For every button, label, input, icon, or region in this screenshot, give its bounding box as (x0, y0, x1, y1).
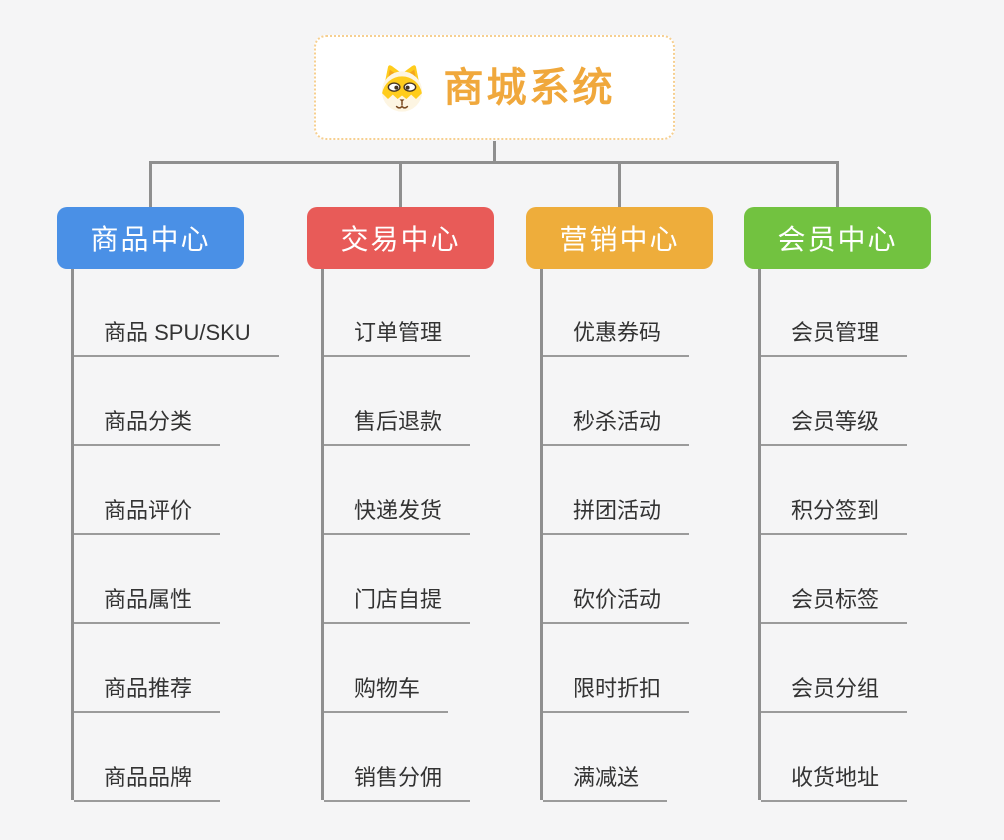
connector-branch-stub (836, 164, 839, 207)
child-node[interactable]: 会员管理 (761, 320, 908, 357)
branch-node-marketing[interactable]: 营销中心 (526, 207, 713, 269)
branch-children-trade: 订单管理 售后退款 快递发货 门店自提 购物车 销售分佣 (321, 269, 471, 802)
child-node[interactable]: 商品属性 (74, 587, 221, 624)
branch-children-member: 会员管理 会员等级 积分签到 会员标签 会员分组 收货地址 (758, 269, 908, 802)
child-node[interactable]: 限时折扣 (543, 676, 690, 713)
child-node[interactable]: 商品 SPU/SKU (74, 320, 279, 357)
child-node[interactable]: 会员等级 (761, 409, 908, 446)
connector-branch-stub (399, 164, 402, 207)
child-node[interactable]: 积分签到 (761, 498, 908, 535)
branch-node-member[interactable]: 会员中心 (744, 207, 931, 269)
branch-node-goods[interactable]: 商品中心 (57, 207, 244, 269)
child-node[interactable]: 优惠券码 (543, 320, 690, 357)
child-node[interactable]: 商品品牌 (74, 765, 221, 802)
child-node[interactable]: 会员分组 (761, 676, 908, 713)
child-node[interactable]: 砍价活动 (543, 587, 690, 624)
child-node[interactable]: 满减送 (543, 765, 668, 802)
child-node[interactable]: 收货地址 (761, 765, 908, 802)
child-node[interactable]: 售后退款 (324, 409, 471, 446)
connector-branch-stub (618, 164, 621, 207)
child-node[interactable]: 会员标签 (761, 587, 908, 624)
child-node[interactable]: 门店自提 (324, 587, 471, 624)
root-title: 商城系统 (443, 65, 616, 110)
connector-root-stub (493, 141, 496, 161)
branch-children-marketing: 优惠券码 秒杀活动 拼团活动 砍价活动 限时折扣 满减送 (540, 269, 690, 802)
child-node[interactable]: 秒杀活动 (543, 409, 690, 446)
child-node[interactable]: 订单管理 (324, 320, 471, 357)
child-node[interactable]: 购物车 (324, 676, 449, 713)
child-node[interactable]: 商品分类 (74, 409, 221, 446)
child-node[interactable]: 拼团活动 (543, 498, 690, 535)
dog-face-icon (381, 64, 422, 112)
child-node[interactable]: 商品评价 (74, 498, 221, 535)
branch-node-trade[interactable]: 交易中心 (307, 207, 494, 269)
child-node[interactable]: 商品推荐 (74, 676, 221, 713)
child-node[interactable]: 快递发货 (324, 498, 471, 535)
branch-children-goods: 商品 SPU/SKU 商品分类 商品评价 商品属性 商品推荐 商品品牌 (71, 269, 279, 802)
connector-branch-stub (149, 164, 152, 207)
child-node[interactable]: 销售分佣 (324, 765, 471, 802)
connector-horizontal-line (149, 161, 839, 164)
root-node[interactable]: 商城系统 (314, 35, 675, 140)
